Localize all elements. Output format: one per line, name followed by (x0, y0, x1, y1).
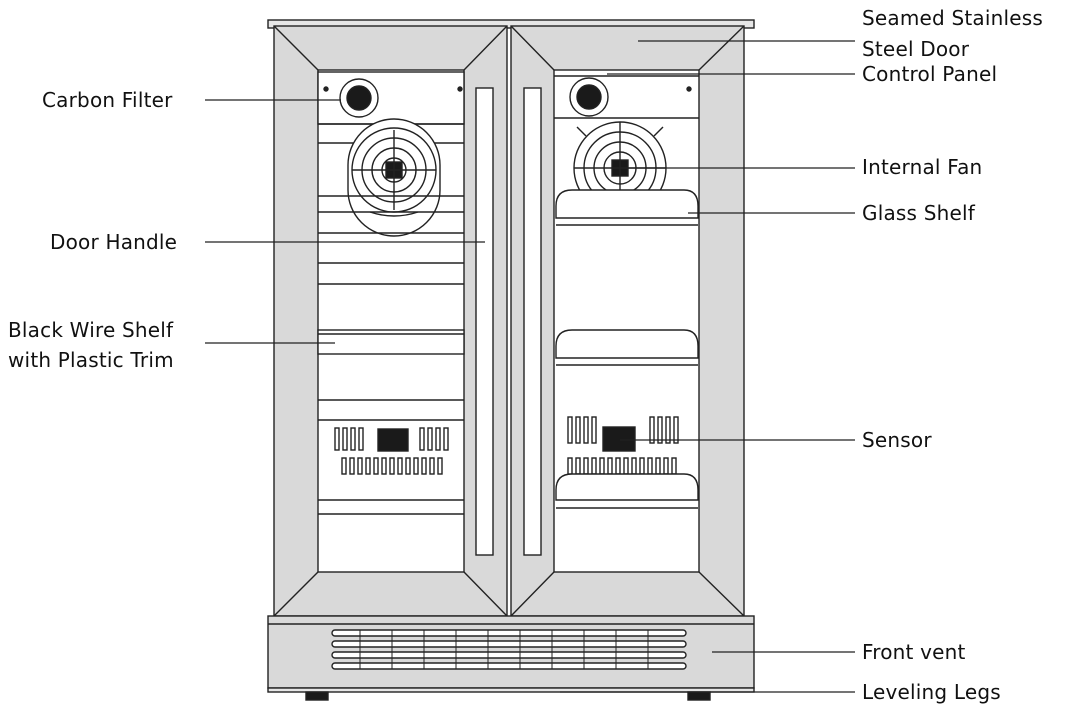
right-sensor-area (567, 416, 679, 475)
label-black-wire-shelf: Black Wire Shelf with Plastic Trim (8, 318, 174, 372)
label-seamed-line2: Steel Door (862, 37, 970, 61)
label-wire-shelf-line1: Black Wire Shelf (8, 318, 174, 342)
label-sensor: Sensor (862, 428, 932, 452)
label-carbon-filter: Carbon Filter (42, 88, 173, 112)
label-seamed-line1: Seamed Stainless (862, 6, 1044, 30)
left-internal-fan (347, 118, 441, 237)
leveling-leg-left (305, 691, 329, 701)
right-glass-shelf-bottom (555, 473, 699, 501)
left-door-handle (475, 87, 494, 556)
leader-lines (205, 40, 855, 693)
label-glass-shelf: Glass Shelf (862, 201, 975, 225)
right-glass-shelf-middle (555, 329, 699, 359)
label-door-handle: Door Handle (50, 230, 178, 254)
label-control-panel: Control Panel (862, 62, 998, 86)
label-leveling-legs: Leveling Legs (862, 680, 1001, 704)
label-front-vent: Front vent (862, 640, 966, 664)
label-internal-fan: Internal Fan (862, 155, 983, 179)
label-wire-shelf-line2: with Plastic Trim (8, 348, 174, 372)
left-sensor-area (334, 427, 449, 475)
leveling-leg-right (687, 691, 711, 701)
front-vent-grille (331, 629, 687, 670)
label-seamed-stainless-steel-door: Seamed Stainless Steel Door (862, 6, 1043, 61)
fridge-illustration (267, 19, 755, 701)
right-door-handle (523, 87, 542, 556)
right-glass-shelf-top (555, 189, 699, 219)
